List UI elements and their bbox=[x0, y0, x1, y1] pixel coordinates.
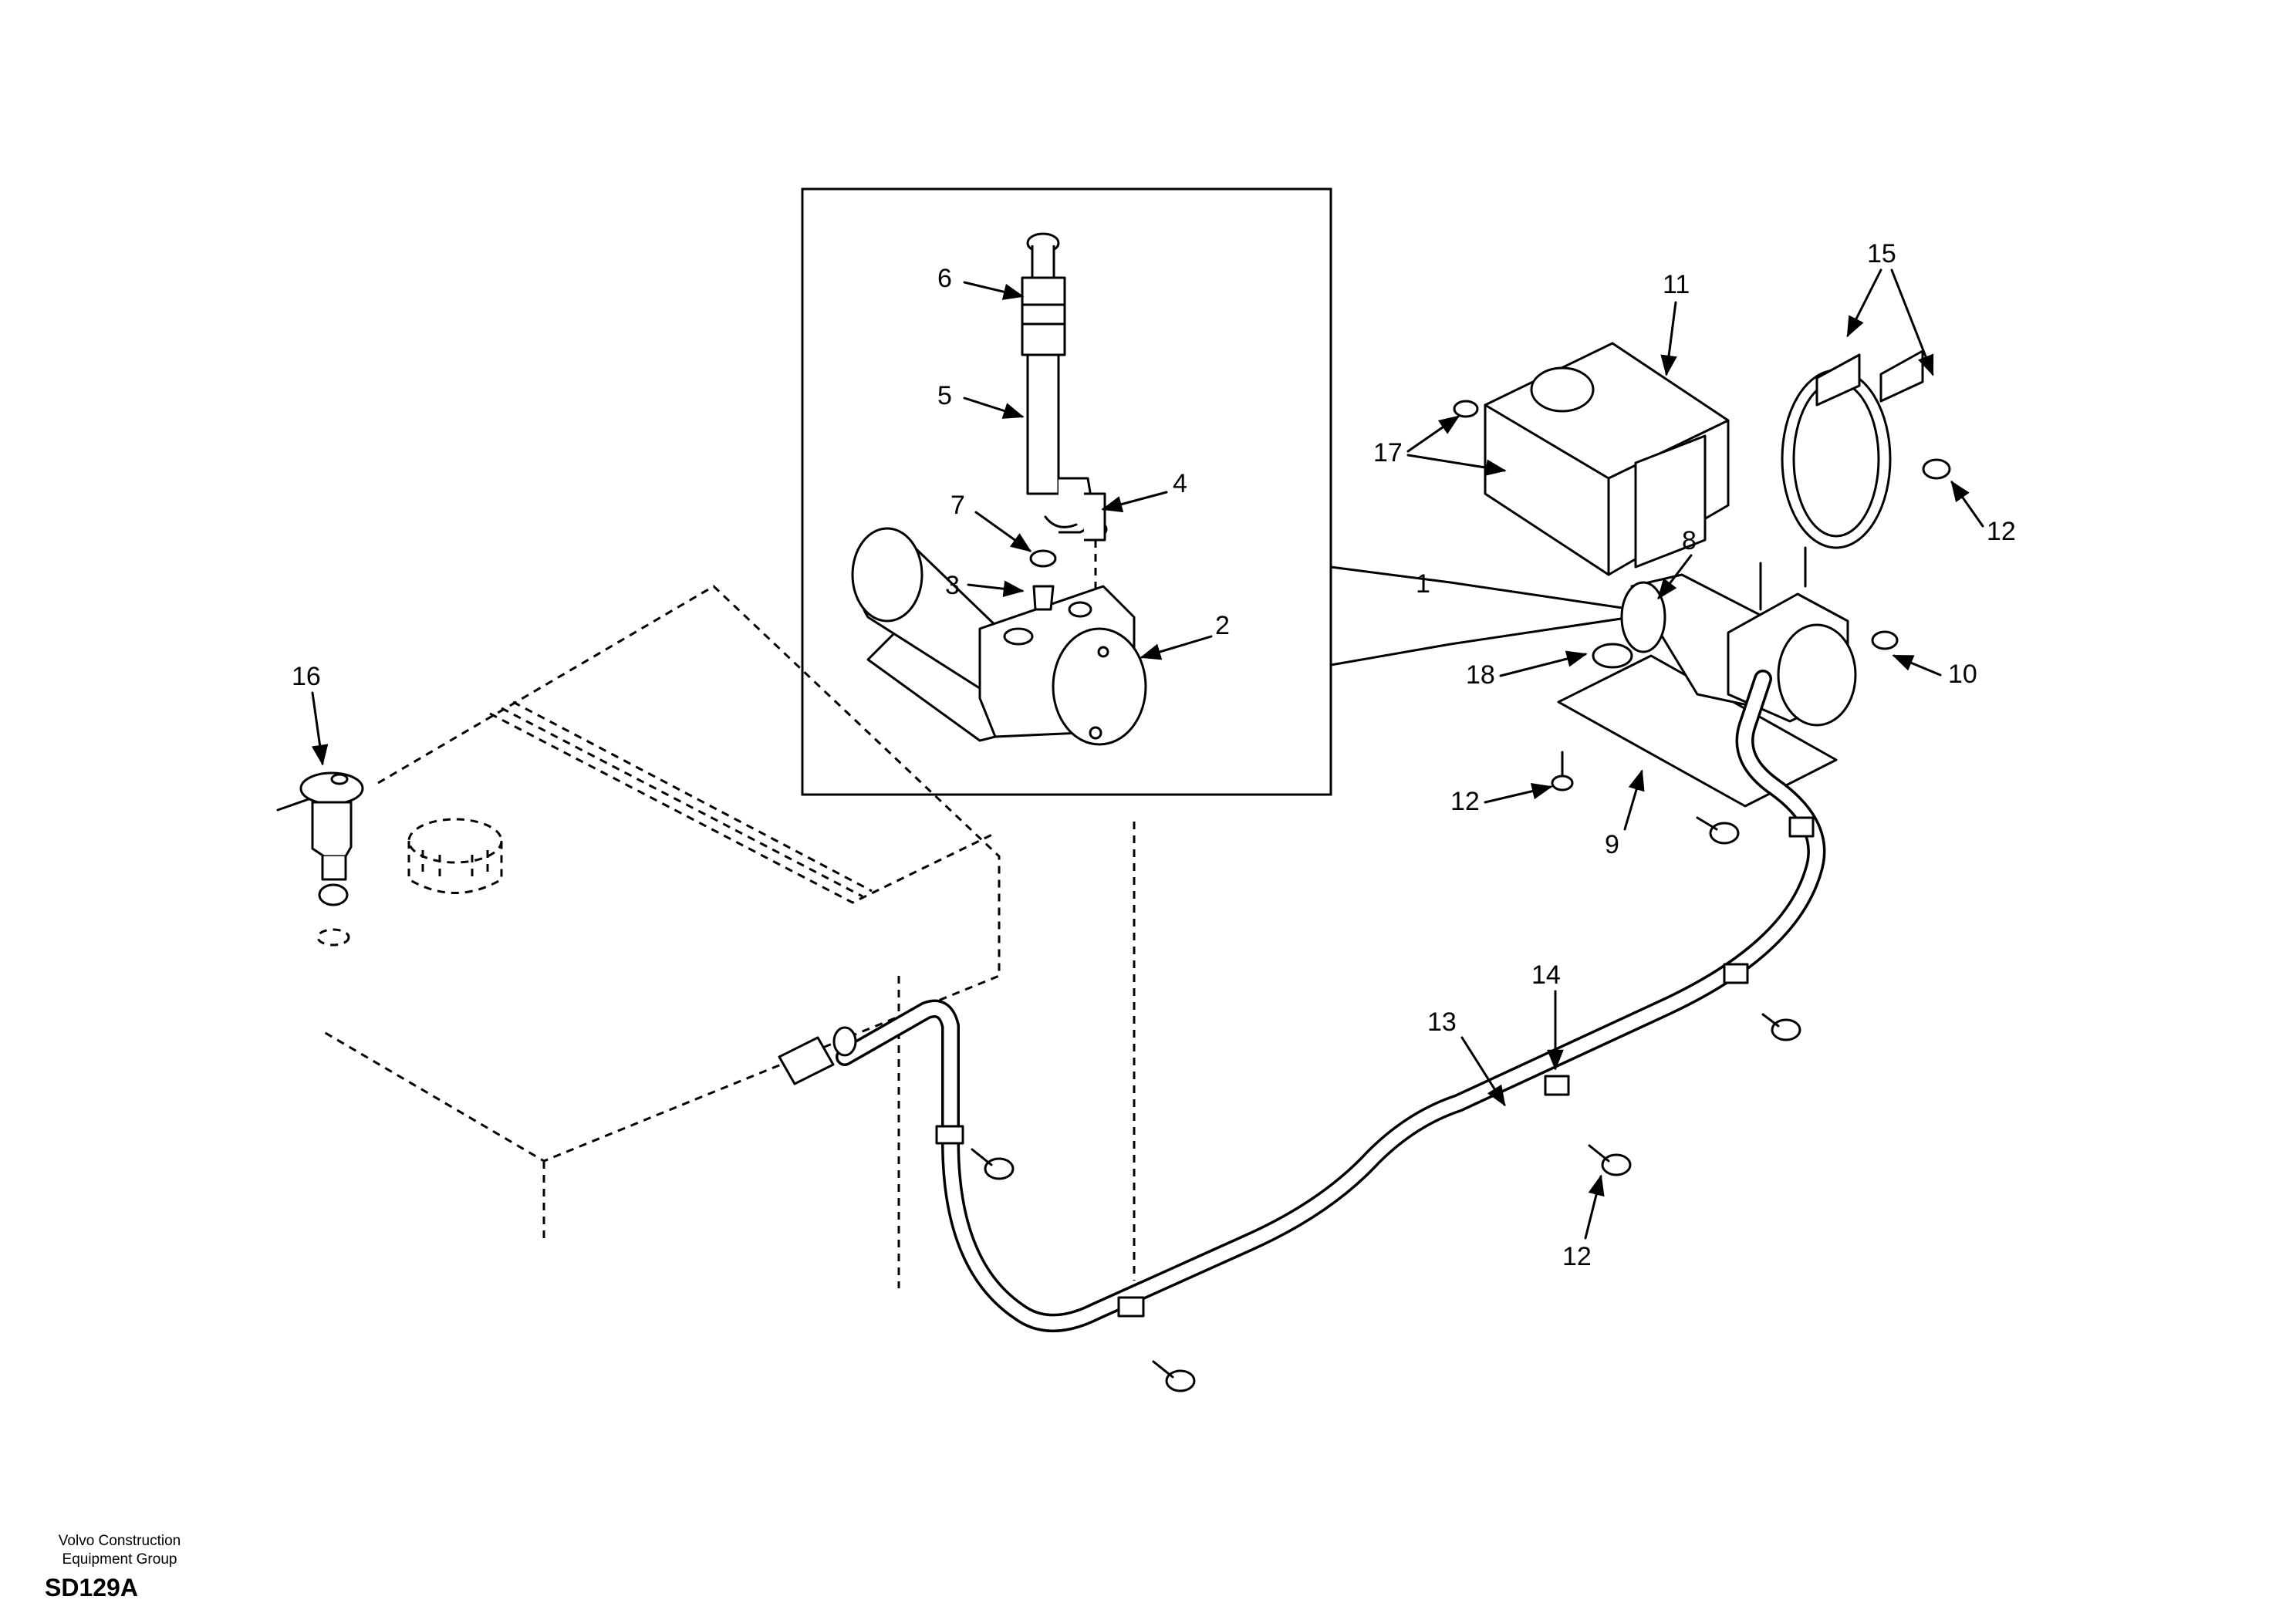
company-line-1: Volvo Construction bbox=[58, 1533, 181, 1549]
detail-inset-box bbox=[801, 187, 1332, 796]
inset-leader-lines bbox=[1329, 565, 1660, 667]
callout-12-b: 12 bbox=[1450, 787, 1480, 816]
callout-3: 3 bbox=[945, 571, 960, 600]
callout-8: 8 bbox=[1682, 526, 1697, 555]
callout-16: 16 bbox=[292, 662, 321, 691]
callouts: 1 2 3 4 5 6 7 8 9 10 11 12 12 12 13 14 1… bbox=[292, 239, 2016, 1271]
callout-12-a: 12 bbox=[1987, 517, 2016, 546]
callout-13: 13 bbox=[1427, 1007, 1457, 1037]
callout-2: 2 bbox=[1215, 611, 1230, 640]
drawing-code: SD129A bbox=[45, 1574, 138, 1601]
callout-5: 5 bbox=[937, 381, 952, 410]
right-pump-cluster bbox=[1484, 342, 1924, 808]
callout-14: 14 bbox=[1531, 960, 1561, 990]
callout-18: 18 bbox=[1466, 660, 1495, 690]
company-label: Volvo Construction Equipment Group bbox=[31, 1532, 208, 1569]
fuel-sender-16 bbox=[276, 771, 364, 947]
callout-4: 4 bbox=[1173, 469, 1187, 498]
inset-pump-assembly bbox=[851, 232, 1147, 746]
callout-7: 7 bbox=[950, 491, 965, 520]
callout-11: 11 bbox=[1663, 270, 1690, 299]
company-line-2: Equipment Group bbox=[62, 1551, 177, 1568]
callout-15: 15 bbox=[1867, 239, 1896, 268]
callout-10: 10 bbox=[1948, 660, 1977, 689]
callout-17: 17 bbox=[1373, 438, 1403, 467]
bolts bbox=[971, 400, 1951, 1392]
fuel-hose-13 bbox=[778, 670, 1826, 1332]
fuel-tank-outline bbox=[319, 585, 1136, 1288]
callout-9: 9 bbox=[1605, 830, 1619, 859]
callout-1: 1 bbox=[1416, 569, 1430, 599]
callout-12-c: 12 bbox=[1562, 1242, 1592, 1271]
callout-6: 6 bbox=[937, 264, 952, 293]
